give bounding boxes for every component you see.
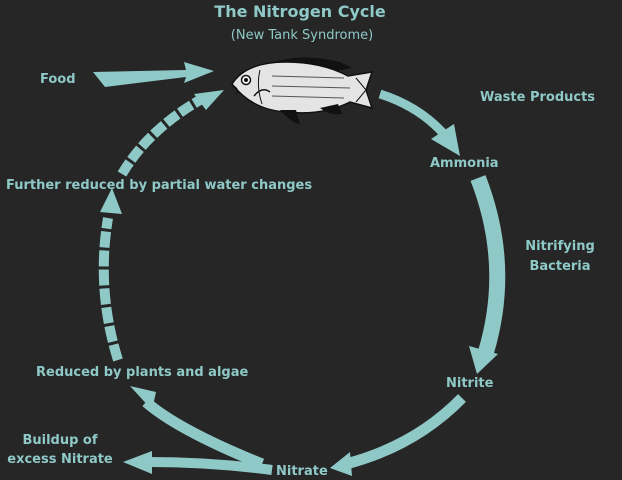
food-label: Food <box>40 72 76 87</box>
ammonia-label: Ammonia <box>430 156 499 171</box>
nitrate-to-plants-arrow <box>142 397 265 470</box>
ammonia-to-nitrite-arrow <box>470 175 506 355</box>
nitrifying-bacteria-line-2: Bacteria <box>529 259 591 274</box>
fish-icon <box>231 57 374 124</box>
nitrate-label: Nitrate <box>276 464 328 479</box>
plants-arrowhead <box>130 386 156 410</box>
nitrite-to-nitrate-arrow <box>344 394 466 470</box>
water-changes-label: Further reduced by partial water changes <box>6 178 313 193</box>
diagram-title: The Nitrogen Cycle <box>214 2 386 21</box>
nitrifying-bacteria-line-1: Nitrifying <box>525 239 595 254</box>
waste-products-label: Waste Products <box>480 90 596 105</box>
nitrite-arrowhead <box>469 346 498 374</box>
ammonia-arrowhead <box>431 124 460 156</box>
water-changes-to-fish-arrow <box>117 95 203 177</box>
diagram-subtitle: (New Tank Syndrome) <box>230 28 374 43</box>
water-changes-arrowhead <box>100 188 122 214</box>
buildup-label: Buildup of excess Nitrate <box>7 433 113 468</box>
nitrate-arrowhead <box>330 452 352 476</box>
buildup-line-1: Buildup of <box>22 433 98 448</box>
nitrifying-bacteria-label: Nitrifying Bacteria <box>525 239 595 275</box>
buildup-arrowhead <box>123 451 152 474</box>
fish-to-ammonia-arrow <box>378 89 447 137</box>
food-arrow <box>93 62 214 87</box>
plants-to-water-changes-arrow <box>98 217 123 362</box>
fish-return-arrowhead <box>194 90 224 110</box>
buildup-line-2: excess Nitrate <box>7 452 113 467</box>
nitrite-label: Nitrite <box>446 376 494 391</box>
plants-algae-label: Reduced by plants and algae <box>36 365 249 380</box>
